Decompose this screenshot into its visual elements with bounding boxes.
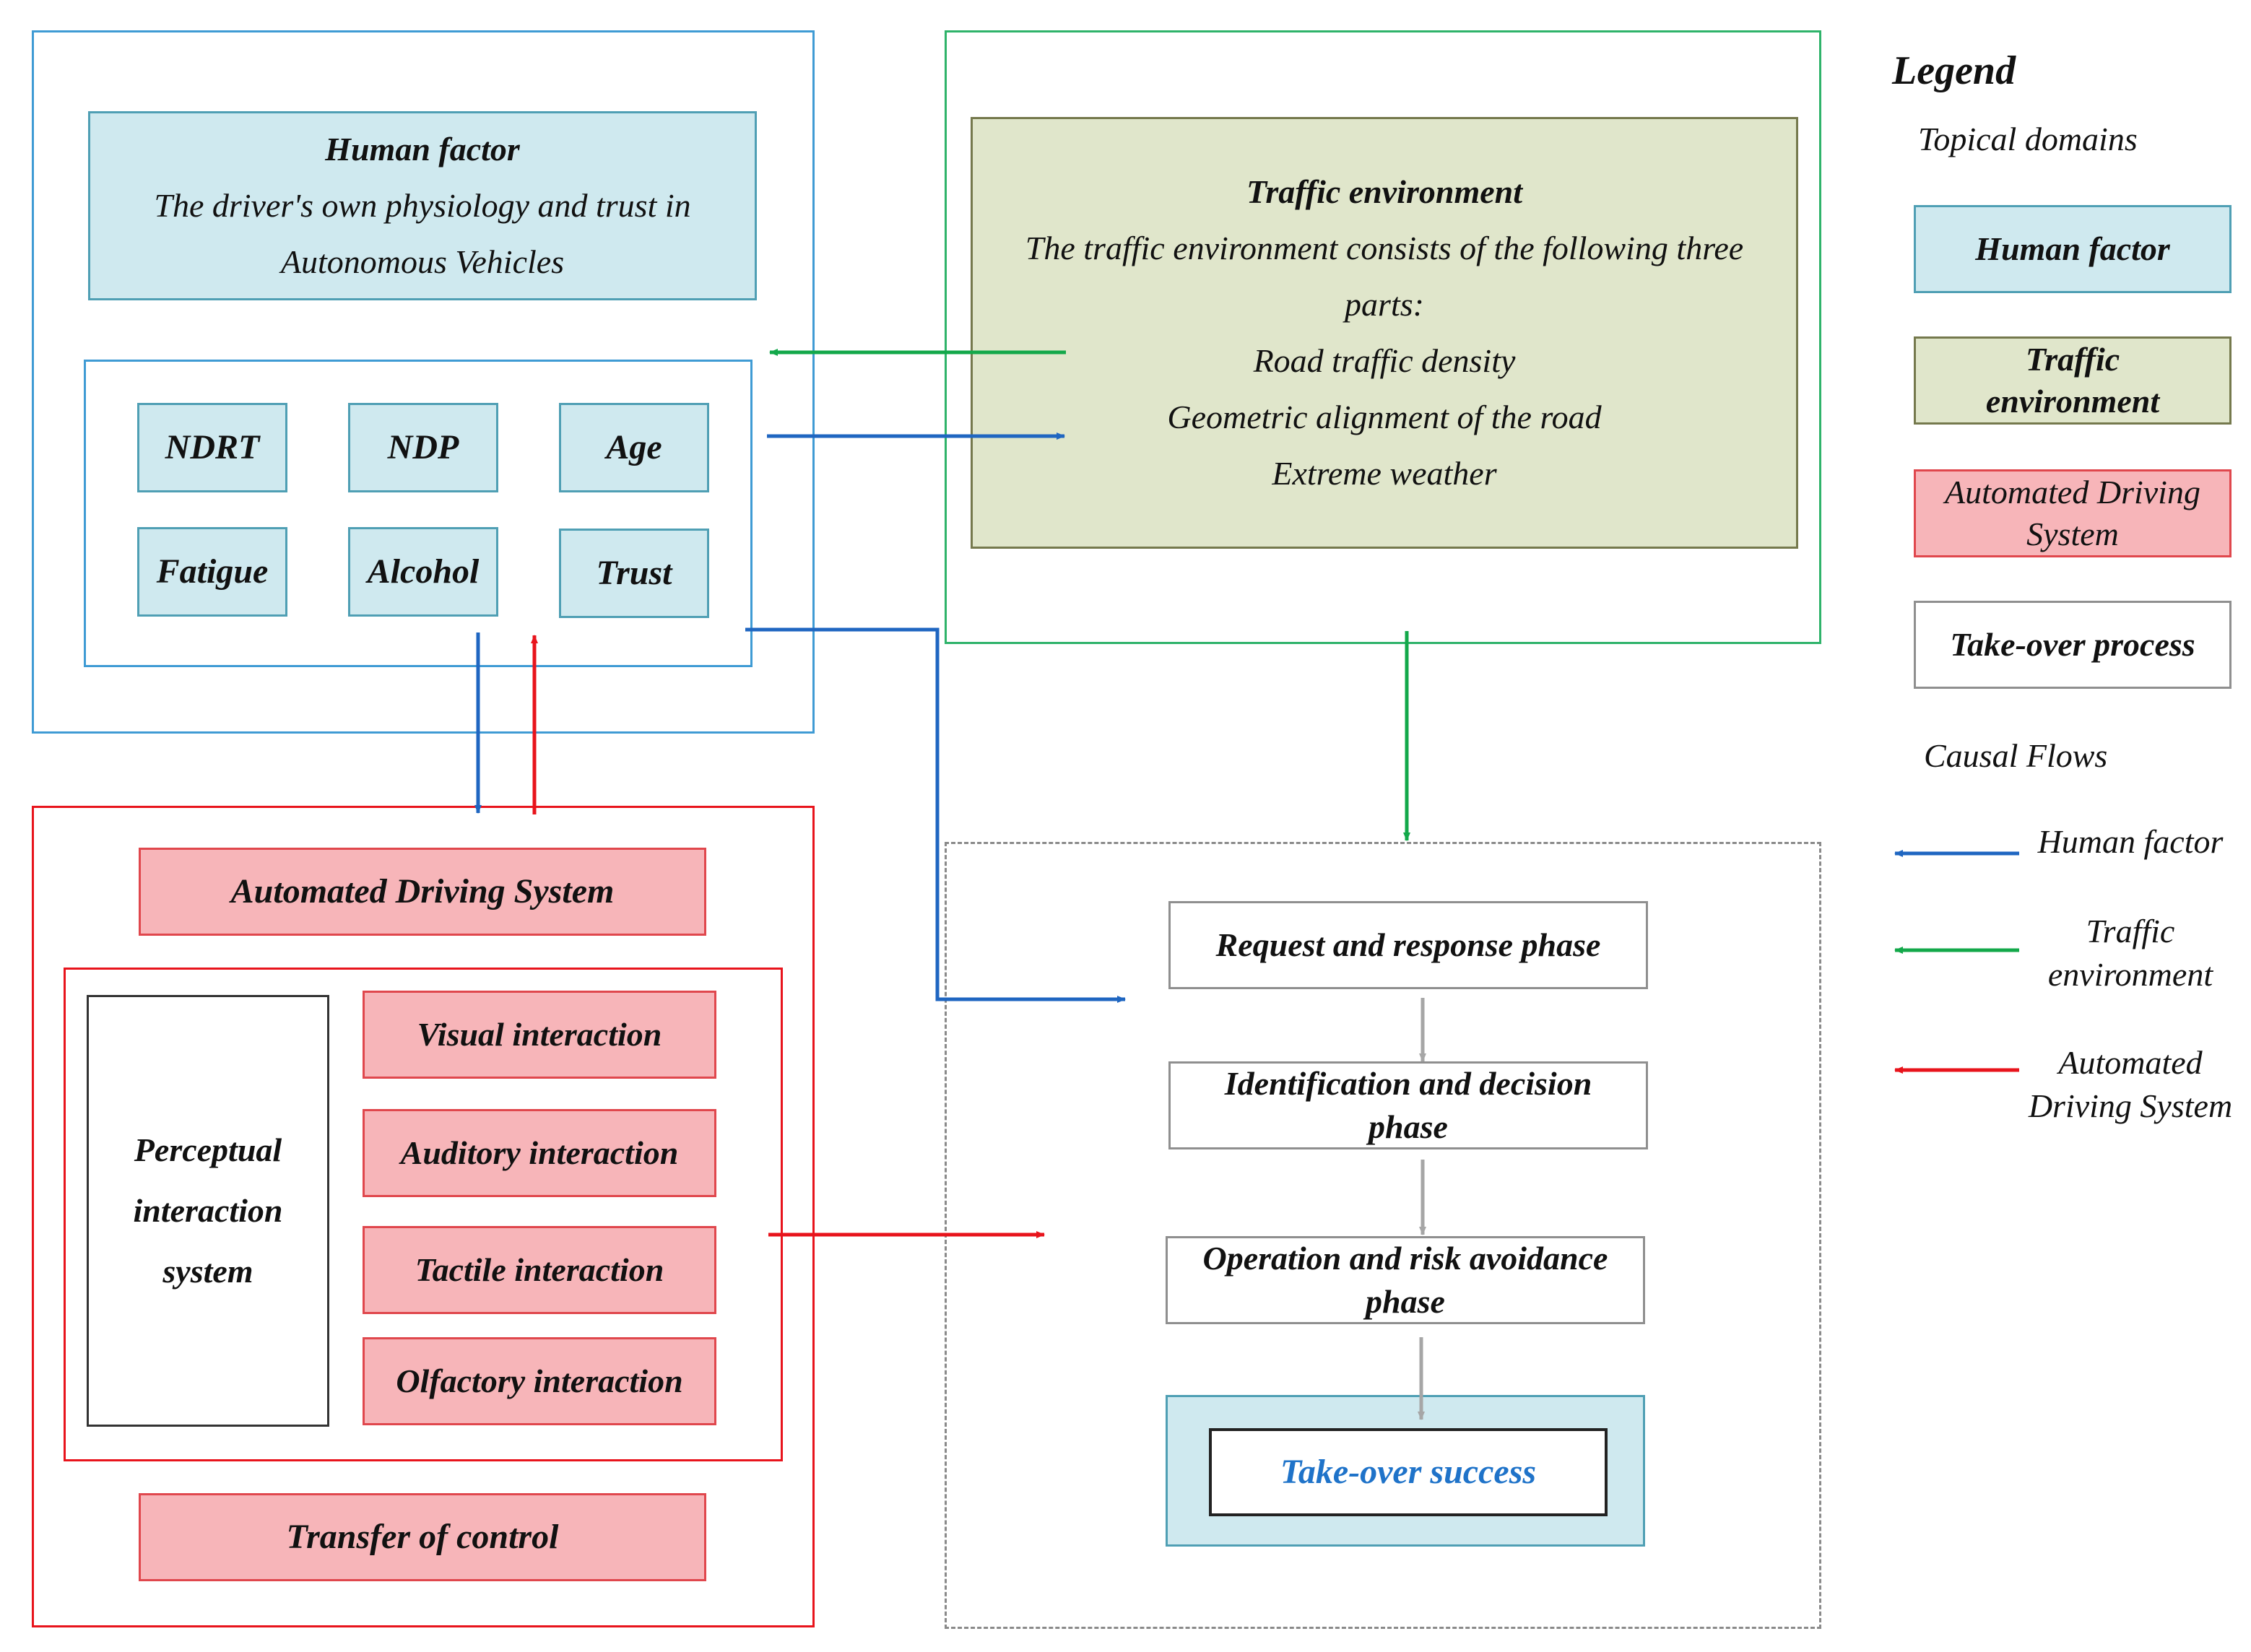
factors-container	[84, 360, 752, 667]
traffic-environment-domain	[945, 30, 1821, 644]
human-factor-title: Human factor	[325, 131, 520, 168]
legend-title: Legend	[1892, 48, 2016, 93]
legend-takeover-process: Take-over process	[1914, 601, 2232, 689]
legend-automated-driving-system: Automated Driving System	[1914, 469, 2232, 557]
human-factor-description-line1: The driver's own physiology and trust in	[154, 187, 691, 224]
legend-flow-ads-label: Automated Driving System	[2028, 1044, 2233, 1124]
phase-operation-risk-avoidance: Operation and risk avoidance phase	[1166, 1236, 1645, 1324]
auditory-interaction-box: Auditory interaction	[363, 1109, 716, 1197]
visual-interaction-box: Visual interaction	[363, 991, 716, 1079]
legend-traffic-environment: Traffic environment	[1914, 336, 2232, 425]
interaction-container	[64, 968, 783, 1461]
phase-request-response: Request and response phase	[1168, 901, 1648, 989]
factor-ndrt: NDRT	[137, 403, 287, 492]
human-factor-header: Human factor The driver's own physiology…	[88, 111, 757, 300]
human-factor-domain	[32, 30, 815, 734]
factor-age: Age	[559, 403, 709, 492]
tactile-interaction-box: Tactile interaction	[363, 1226, 716, 1314]
factor-trust: Trust	[559, 529, 709, 618]
legend-flow-human-factor-label: Human factor	[2037, 823, 2224, 860]
legend-topical-domains-label: Topical domains	[1918, 121, 2138, 157]
legend-causal-flows-label: Causal Flows	[1924, 737, 2108, 774]
olfactory-interaction-box: Olfactory interaction	[363, 1337, 716, 1425]
traffic-environment-title: Traffic environment	[1246, 173, 1523, 210]
factor-ndp: NDP	[348, 403, 498, 492]
phase-identification-decision: Identification and decision phase	[1168, 1061, 1648, 1149]
traffic-part-weather: Extreme weather	[1272, 455, 1497, 492]
traffic-description-line1: The traffic environment consists of the …	[1025, 230, 1744, 266]
ads-title-box: Automated Driving System	[139, 848, 706, 936]
factor-alcohol: Alcohol	[348, 527, 498, 617]
ads-domain	[32, 806, 815, 1627]
legend-flow-traffic-label: Traffic environment	[2047, 913, 2213, 993]
traffic-part-density: Road traffic density	[1253, 342, 1516, 379]
arrow-human-to-takeover	[745, 627, 1126, 1003]
perceptual-interaction-system: Perceptual interaction system	[87, 995, 329, 1427]
traffic-description-line2: parts:	[1345, 286, 1424, 323]
takeover-success-box: Take-over success	[1209, 1428, 1608, 1516]
transfer-of-control-box: Transfer of control	[139, 1493, 706, 1581]
legend-human-factor: Human factor	[1914, 205, 2232, 293]
traffic-part-alignment: Geometric alignment of the road	[1167, 399, 1602, 435]
human-factor-description-line2: Autonomous Vehicles	[280, 243, 565, 280]
factor-fatigue: Fatigue	[137, 527, 287, 617]
traffic-environment-box: Traffic environment The traffic environm…	[971, 117, 1798, 549]
